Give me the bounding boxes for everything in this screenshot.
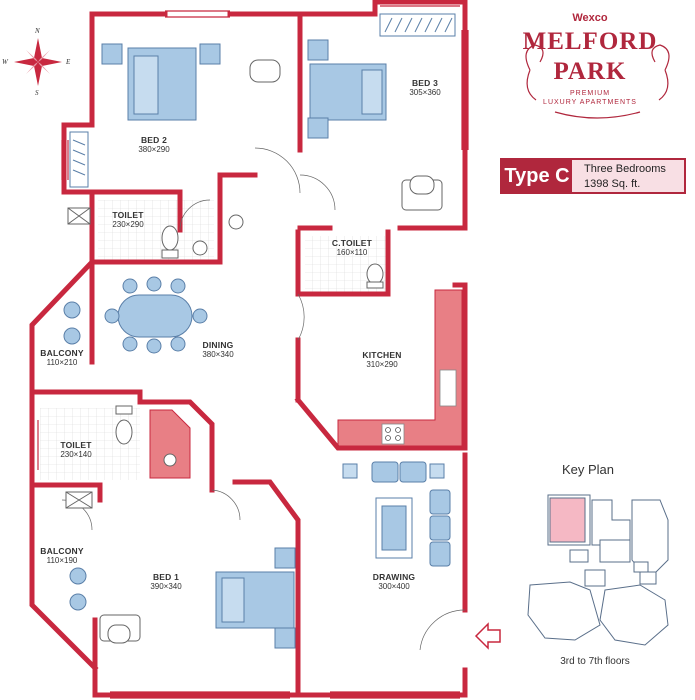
door-swings bbox=[61, 147, 466, 651]
compass-e: E bbox=[66, 58, 71, 66]
unit-area: 1398 Sq. ft. bbox=[584, 178, 641, 190]
key-plan-floors: 3rd to 7th floors bbox=[560, 656, 630, 667]
room-name: DINING bbox=[202, 340, 234, 350]
unit-type-box: Type C Three Bedrooms 1398 Sq. ft. bbox=[500, 158, 686, 194]
compass-s: S bbox=[35, 89, 39, 97]
room-dining: DINING 380×340 bbox=[186, 340, 250, 359]
room-bed1: BED 1 390×340 bbox=[134, 572, 198, 591]
room-name: C.TOILET bbox=[331, 238, 373, 248]
room-name: BALCONY bbox=[40, 546, 84, 556]
room-balcony2: BALCONY 110×190 bbox=[34, 546, 90, 565]
entrance-arrow bbox=[474, 622, 501, 650]
room-dims: 305×360 bbox=[409, 88, 441, 97]
furniture bbox=[63, 39, 451, 649]
room-balcony1: BALCONY 110×210 bbox=[34, 348, 90, 367]
room-dims: 310×290 bbox=[366, 360, 398, 369]
unit-type-info: Three Bedrooms 1398 Sq. ft. bbox=[584, 162, 666, 192]
room-name: BED 3 bbox=[411, 78, 439, 88]
unit-type-label: Type C bbox=[502, 160, 572, 192]
room-dims: 380×340 bbox=[202, 350, 234, 359]
room-name: BED 2 bbox=[140, 135, 168, 145]
room-dims: 110×210 bbox=[46, 358, 78, 367]
room-dims: 230×140 bbox=[60, 450, 92, 459]
windows bbox=[37, 5, 469, 699]
room-toilet2: TOILET 230×140 bbox=[48, 440, 104, 459]
room-drawing: DRAWING 300×400 bbox=[362, 572, 426, 591]
wardrobe-bed2 bbox=[69, 131, 89, 188]
tagline-line1: PREMIUM bbox=[569, 90, 611, 97]
room-kitchen: KITCHEN 310×290 bbox=[350, 350, 414, 369]
compass-n: N bbox=[35, 27, 40, 35]
developer-name: Wexco bbox=[572, 12, 608, 24]
room-bed2: BED 2 380×290 bbox=[122, 135, 186, 154]
bedroom-count: Three Bedrooms bbox=[584, 163, 666, 175]
branding-ornaments bbox=[525, 44, 670, 119]
tagline-line2: LUXURY APARTMENTS bbox=[543, 99, 637, 106]
room-name: TOILET bbox=[60, 440, 92, 450]
room-name: TOILET bbox=[112, 210, 144, 220]
room-dims: 160×110 bbox=[336, 248, 368, 257]
room-dims: 390×340 bbox=[150, 582, 182, 591]
compass-rose-icon bbox=[14, 38, 62, 86]
key-plan-title: Key Plan bbox=[561, 462, 615, 477]
room-dims: 230×290 bbox=[112, 220, 144, 229]
project-name-line1: MELFORD bbox=[522, 28, 658, 55]
room-dims: 380×290 bbox=[138, 145, 170, 154]
compass-w: W bbox=[2, 58, 8, 66]
room-dims: 110×190 bbox=[46, 556, 78, 565]
room-dims: 300×400 bbox=[378, 582, 410, 591]
room-ctoilet: C.TOILET 160×110 bbox=[320, 238, 384, 257]
room-name: KITCHEN bbox=[362, 350, 402, 360]
project-branding: Wexco MELFORD PARK PREMIUM LUXURY APARTM… bbox=[500, 4, 680, 130]
walls bbox=[29, 0, 468, 698]
room-toilet1: TOILET 230×290 bbox=[100, 210, 156, 229]
room-name: DRAWING bbox=[372, 572, 416, 582]
kitchen-counter bbox=[337, 289, 463, 449]
bed3-grille bbox=[379, 13, 456, 37]
toilet2-shower bbox=[149, 409, 191, 479]
room-bed3: BED 3 305×360 bbox=[393, 78, 457, 97]
key-plan-map bbox=[527, 494, 669, 646]
sanitary bbox=[65, 59, 443, 644]
project-name-line2: PARK bbox=[553, 58, 627, 85]
room-name: BED 1 bbox=[152, 572, 180, 582]
room-name: BALCONY bbox=[40, 348, 84, 358]
